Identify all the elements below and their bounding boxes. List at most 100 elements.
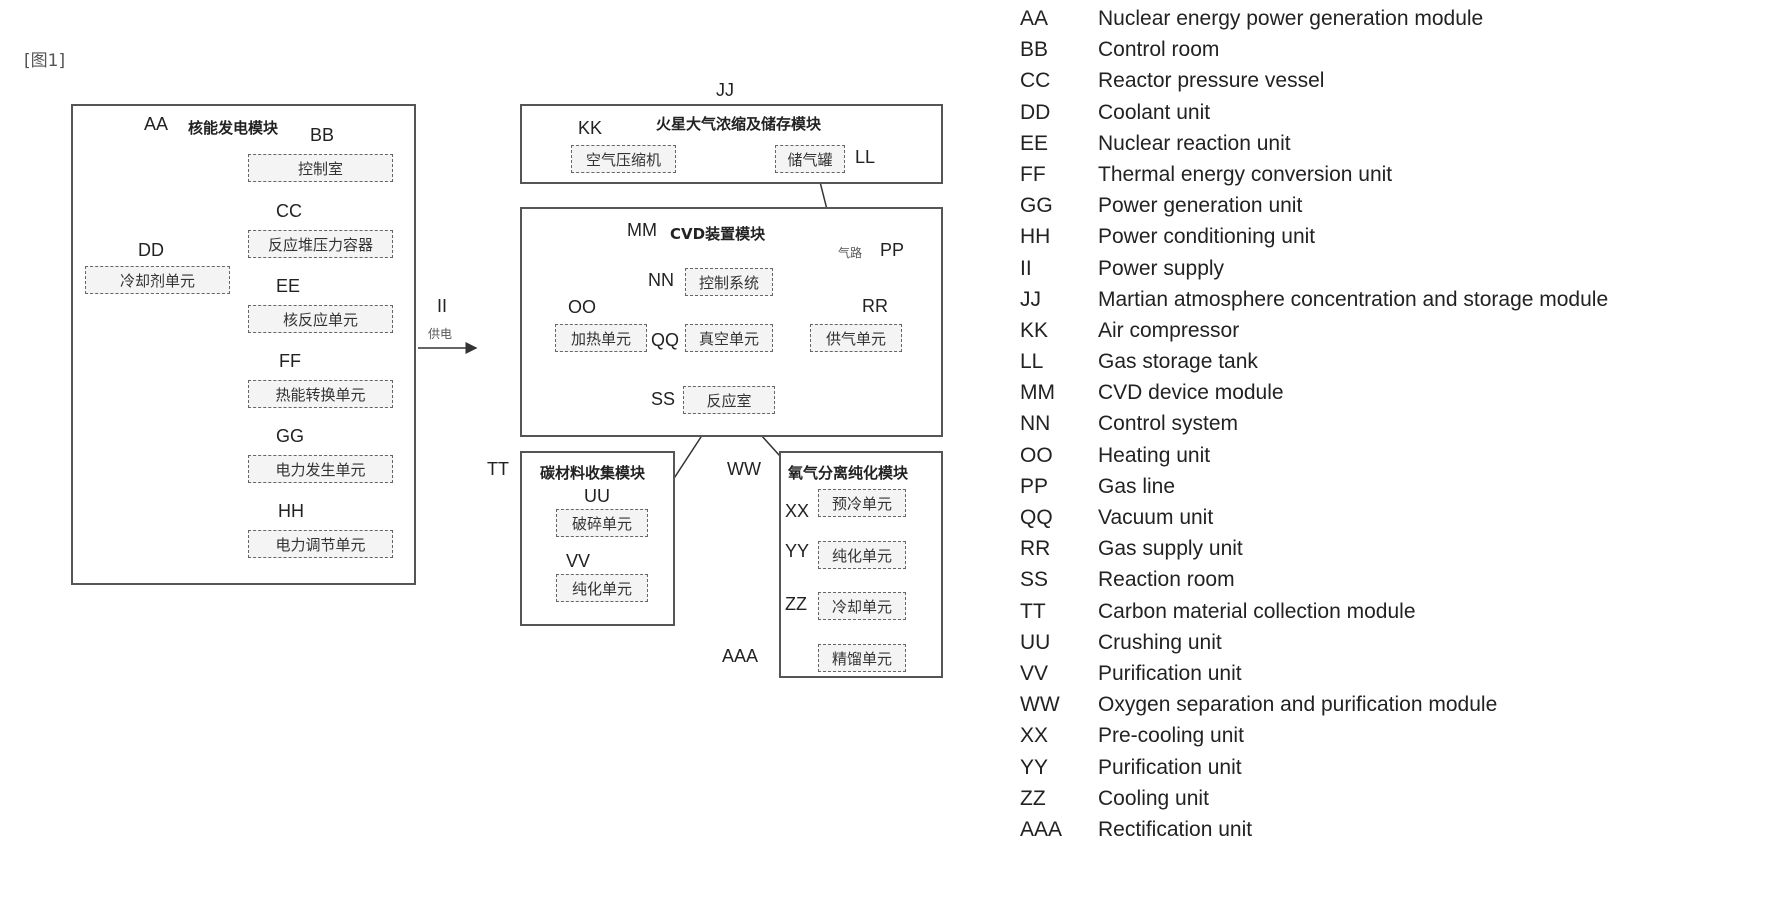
legend-description: Gas line <box>1098 475 1175 499</box>
legend-description: Gas storage tank <box>1098 350 1258 374</box>
legend-description: Reactor pressure vessel <box>1098 69 1324 93</box>
connector-code-pp: PP <box>880 240 904 261</box>
legend-code: HH <box>1020 225 1050 249</box>
legend-description: Control system <box>1098 412 1238 436</box>
legend-description: Power supply <box>1098 257 1224 281</box>
unit-code-qq: QQ <box>651 330 679 351</box>
unit-code-nn: NN <box>648 270 674 291</box>
crushing-unit: 破碎单元 <box>556 509 648 537</box>
legend-description: Power generation unit <box>1098 194 1302 218</box>
figure-label: [图1] <box>24 46 65 71</box>
vacuum-unit: 真空单元 <box>685 324 773 352</box>
legend-code: QQ <box>1020 506 1053 530</box>
control-system-unit: 控制系统 <box>685 268 773 296</box>
legend-description: Crushing unit <box>1098 631 1222 655</box>
unit-code-hh: HH <box>278 501 304 522</box>
legend-code: MM <box>1020 381 1055 405</box>
legend-description: Oxygen separation and purification modul… <box>1098 693 1497 717</box>
legend-code: AA <box>1020 7 1048 31</box>
legend-description: Heating unit <box>1098 444 1210 468</box>
gas-supply-unit: 供气单元 <box>810 324 902 352</box>
legend-code: LL <box>1020 350 1043 374</box>
legend-code: VV <box>1020 662 1048 686</box>
unit-code-uu: UU <box>584 486 610 507</box>
legend-code: II <box>1020 257 1032 281</box>
legend-description: Purification unit <box>1098 662 1242 686</box>
legend-code: GG <box>1020 194 1053 218</box>
legend-code: KK <box>1020 319 1048 343</box>
unit-code-zz: ZZ <box>785 594 807 615</box>
legend-description: Gas supply unit <box>1098 537 1243 561</box>
legend-description: Nuclear reaction unit <box>1098 132 1291 156</box>
legend-code: YY <box>1020 756 1048 780</box>
legend-description: Martian atmosphere concentration and sto… <box>1098 288 1608 312</box>
oxygen-purification-unit: 纯化单元 <box>818 541 906 569</box>
legend-description: Thermal energy conversion unit <box>1098 163 1392 187</box>
legend-description: Purification unit <box>1098 756 1242 780</box>
module-code-jj: JJ <box>716 80 734 101</box>
unit-code-bb: BB <box>310 125 334 146</box>
unit-code-gg: GG <box>276 426 304 447</box>
legend-code: RR <box>1020 537 1050 561</box>
legend-description: Rectification unit <box>1098 818 1252 842</box>
reactor-pressure-vessel-unit: 反应堆压力容器 <box>248 230 393 258</box>
power-conditioning-unit: 电力调节单元 <box>248 530 393 558</box>
cvd-module-title: CVD装置模块 <box>670 223 765 244</box>
carbon-purification-unit: 纯化单元 <box>556 574 648 602</box>
rectification-unit: 精馏单元 <box>818 644 906 672</box>
legend-description: Reaction room <box>1098 568 1235 592</box>
unit-code-ll: LL <box>855 147 875 168</box>
legend-description: Coolant unit <box>1098 101 1210 125</box>
legend-code: OO <box>1020 444 1053 468</box>
unit-code-oo: OO <box>568 297 596 318</box>
unit-code-ff: FF <box>279 351 301 372</box>
legend-description: Pre-cooling unit <box>1098 724 1244 748</box>
legend-description: CVD device module <box>1098 381 1284 405</box>
cooling-unit: 冷却单元 <box>818 592 906 620</box>
reaction-room-unit: 反应室 <box>683 386 775 414</box>
unit-code-aaa: AAA <box>722 646 758 667</box>
module-code-tt: TT <box>487 459 509 480</box>
legend-code: AAA <box>1020 818 1062 842</box>
legend-code: JJ <box>1020 288 1041 312</box>
coolant-unit: 冷却剂单元 <box>85 266 230 294</box>
nuclear-module-title: 核能发电模块 <box>188 117 278 138</box>
air-compressor-unit: 空气压缩机 <box>571 145 676 173</box>
legend-code: ZZ <box>1020 787 1046 811</box>
atmosphere-module-title: 火星大气浓缩及储存模块 <box>656 113 821 134</box>
legend-description: Vacuum unit <box>1098 506 1213 530</box>
gas-line-label: 气路 <box>838 244 862 261</box>
unit-code-ee: EE <box>276 276 300 297</box>
control-room-unit: 控制室 <box>248 154 393 182</box>
legend-code: XX <box>1020 724 1048 748</box>
legend-code: WW <box>1020 693 1060 717</box>
unit-code-rr: RR <box>862 296 888 317</box>
unit-code-yy: YY <box>785 541 809 562</box>
legend-description: Control room <box>1098 38 1219 62</box>
legend-description: Air compressor <box>1098 319 1239 343</box>
nuclear-reaction-unit: 核反应单元 <box>248 305 393 333</box>
legend-description: Carbon material collection module <box>1098 600 1416 624</box>
module-code-mm: MM <box>627 220 657 241</box>
legend-code: TT <box>1020 600 1046 624</box>
legend-description: Cooling unit <box>1098 787 1209 811</box>
carbon-module-title: 碳材料收集模块 <box>540 462 645 483</box>
unit-code-dd: DD <box>138 240 164 261</box>
legend-code: UU <box>1020 631 1050 655</box>
legend-code: FF <box>1020 163 1046 187</box>
precooling-unit: 预冷单元 <box>818 489 906 517</box>
unit-code-vv: VV <box>566 551 590 572</box>
legend-description: Power conditioning unit <box>1098 225 1315 249</box>
legend-code: EE <box>1020 132 1048 156</box>
legend-code: PP <box>1020 475 1048 499</box>
unit-code-xx: XX <box>785 501 809 522</box>
unit-code-ss: SS <box>651 389 675 410</box>
legend-code: NN <box>1020 412 1050 436</box>
heating-unit: 加热单元 <box>555 324 647 352</box>
legend-code: DD <box>1020 101 1050 125</box>
unit-code-cc: CC <box>276 201 302 222</box>
gas-storage-tank-unit: 储气罐 <box>775 145 845 173</box>
power-generation-unit: 电力发生单元 <box>248 455 393 483</box>
module-code-ww: WW <box>727 459 761 480</box>
module-code-aa: AA <box>144 114 168 135</box>
